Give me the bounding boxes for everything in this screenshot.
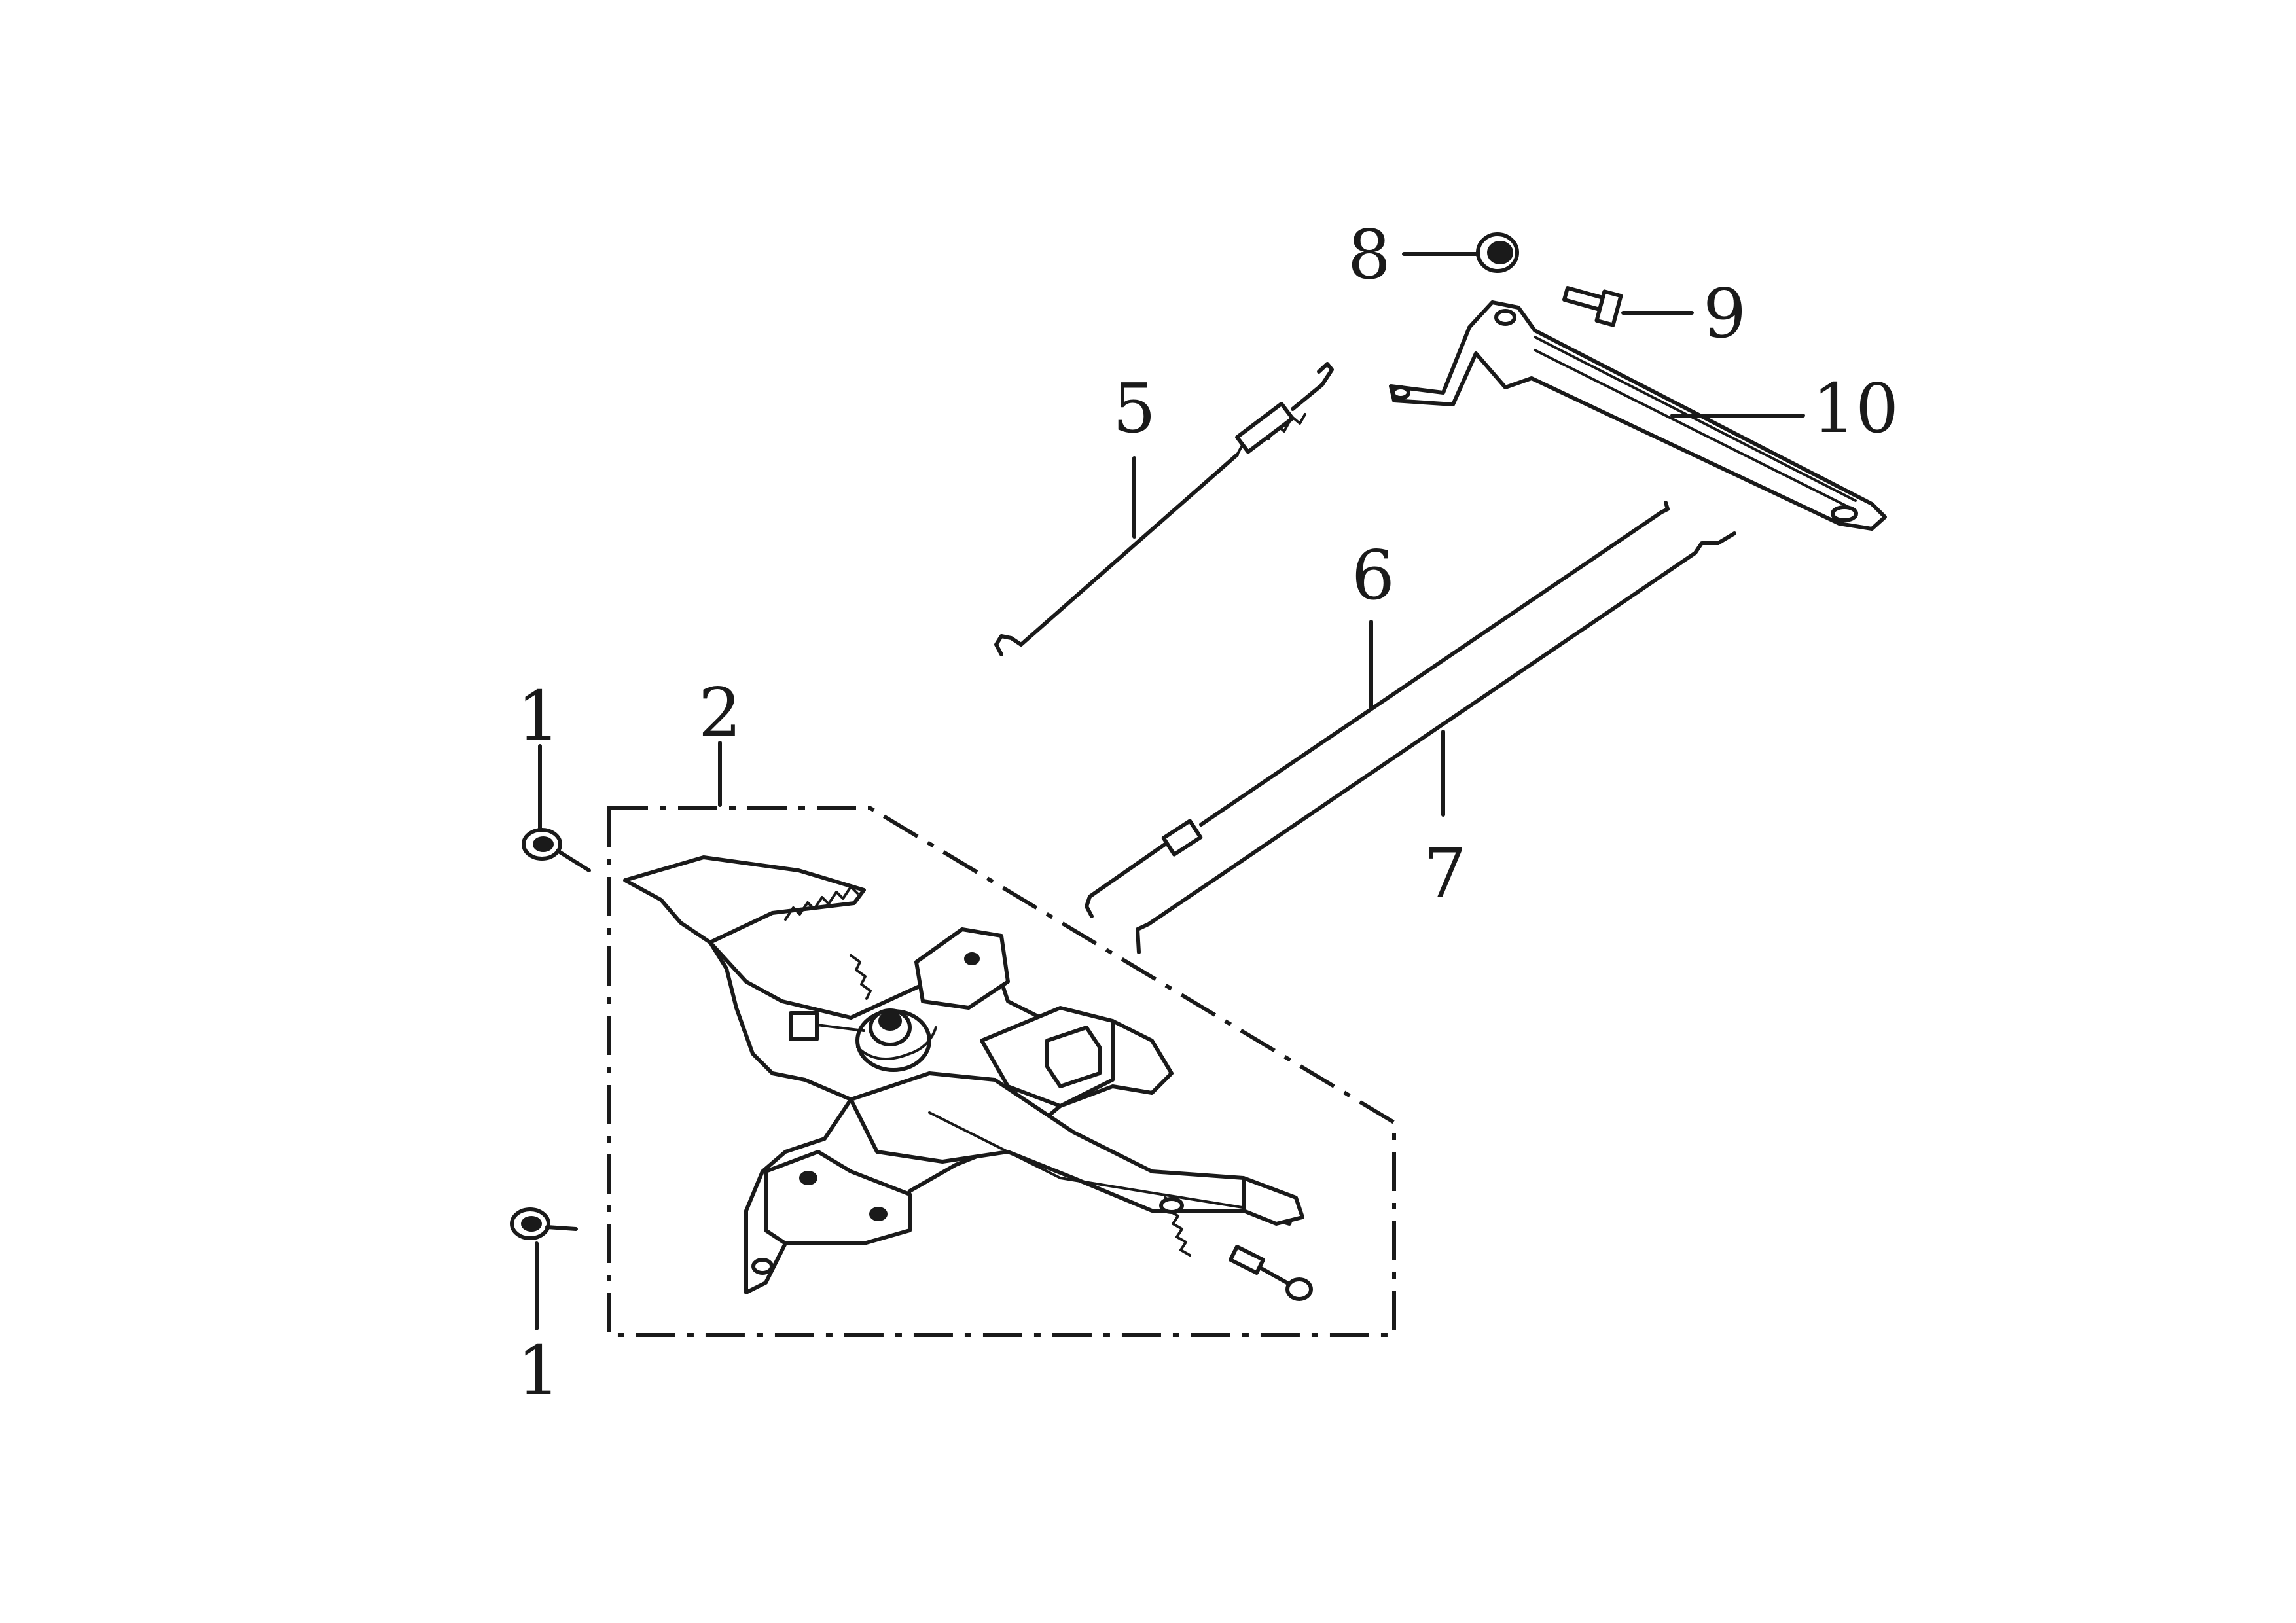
part-2-control-assembly — [607, 741, 1396, 1337]
part-1-bolt-top — [522, 744, 591, 872]
callout-1-top: 1 — [517, 676, 560, 756]
part-5-spring-rod — [994, 362, 1334, 656]
callout-7: 7 — [1424, 833, 1467, 913]
part-1-bolt-bottom — [510, 1207, 578, 1330]
part-9-bolt — [1562, 286, 1694, 327]
part-7-rod — [1136, 531, 1736, 954]
callout-1-bottom: 1 — [517, 1330, 560, 1410]
part-8-nut — [1402, 232, 1519, 273]
callout-9: 9 — [1703, 274, 1746, 353]
callout-8: 8 — [1348, 215, 1391, 294]
callout-5: 5 — [1113, 368, 1156, 448]
part-10-governor-arm — [1389, 300, 1887, 531]
callout-6: 6 — [1352, 535, 1395, 615]
part-6-rod — [1085, 501, 1670, 918]
callout-10: 10 — [1812, 368, 1899, 448]
callout-2: 2 — [698, 673, 742, 753]
